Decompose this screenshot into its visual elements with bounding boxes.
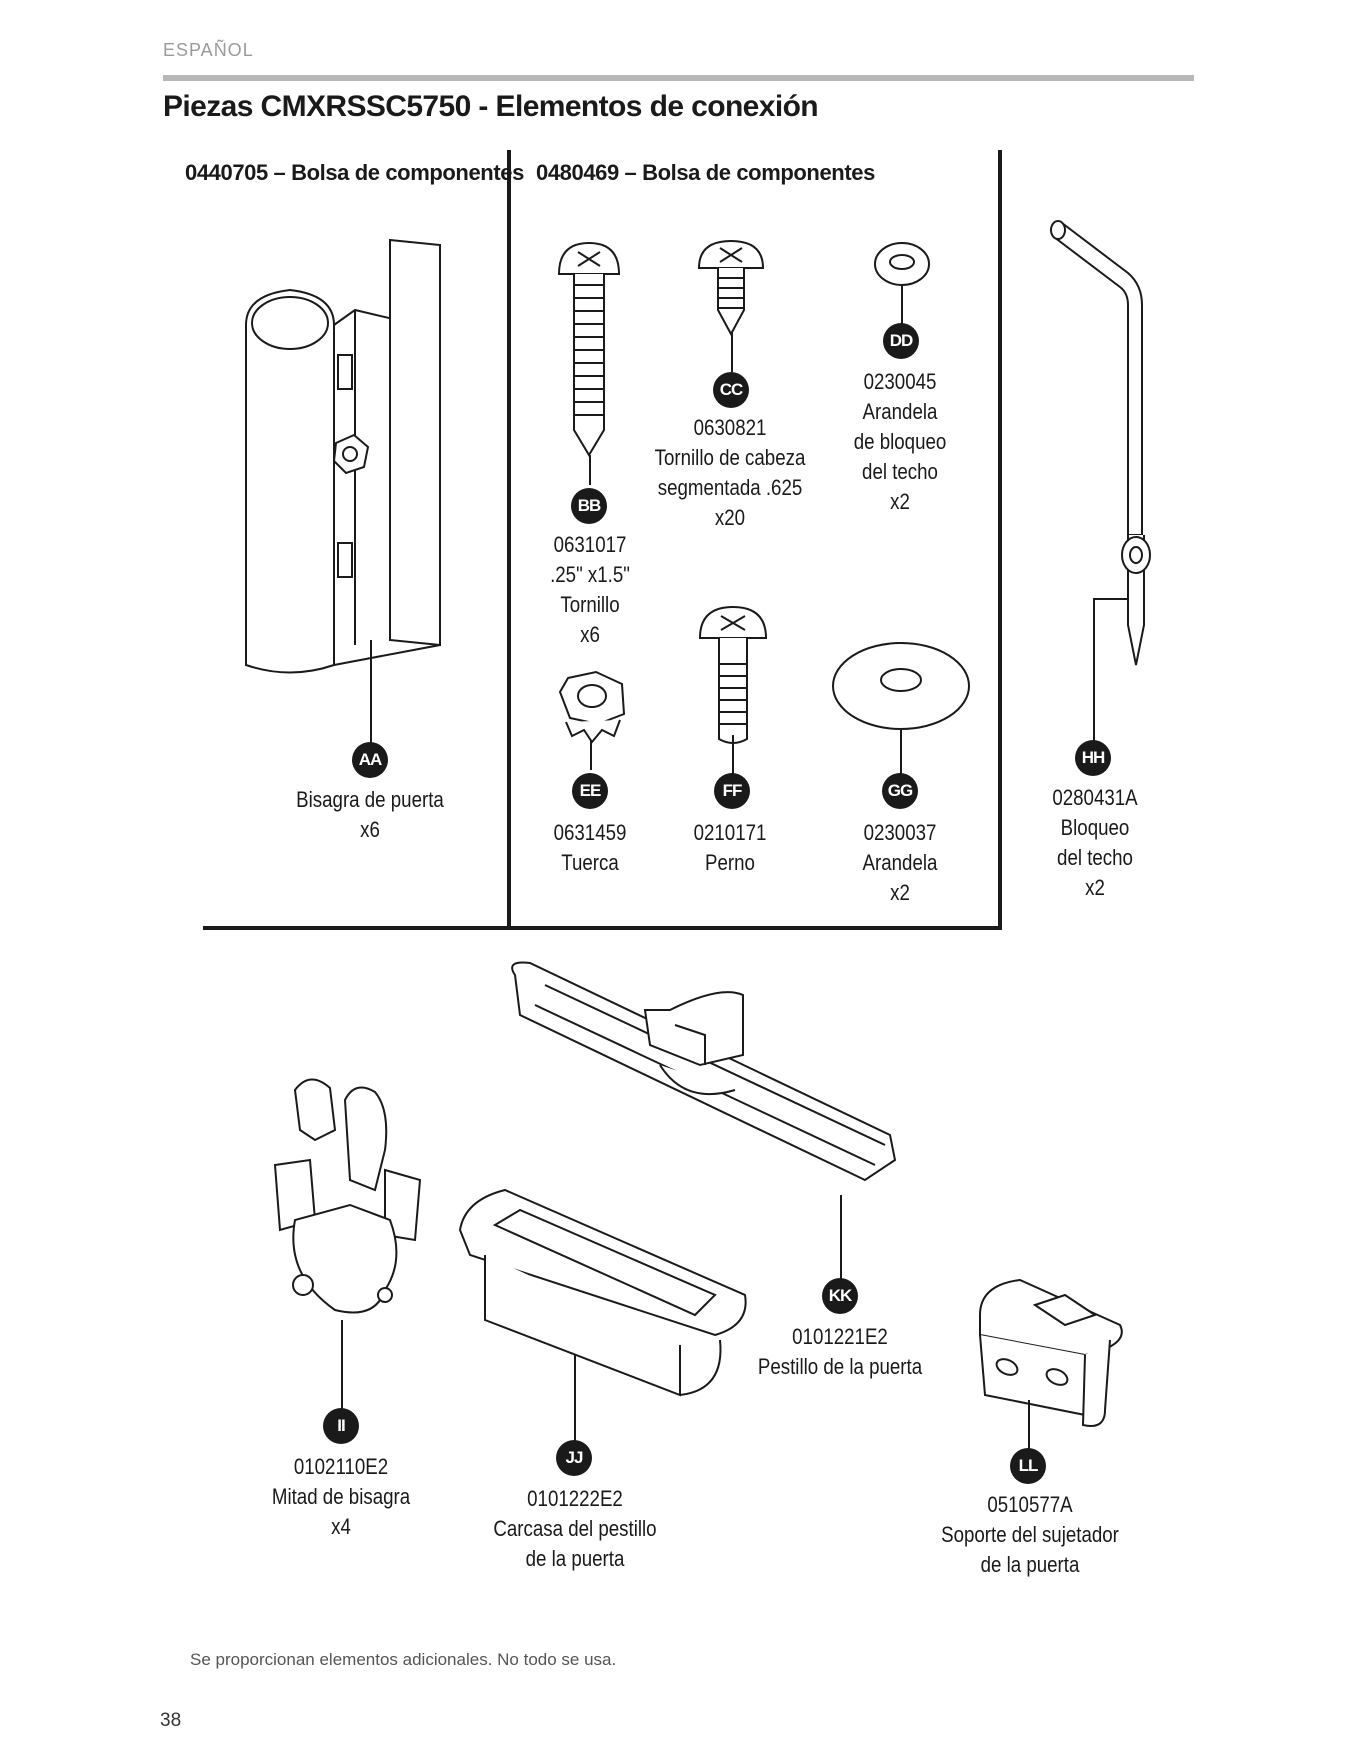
bolt-ff-illustration [697, 604, 769, 748]
washer-dd-illustration [872, 240, 932, 288]
badge-hh: HH [1075, 740, 1111, 776]
footnote: Se proporcionan elementos adicionales. N… [190, 1650, 617, 1669]
badge-aa: AA [352, 742, 388, 778]
leader-jj [574, 1355, 576, 1445]
leader-dd [901, 286, 903, 326]
badge-ee: EE [572, 773, 608, 809]
leader-cc [731, 332, 733, 372]
leader-hh-v [1093, 598, 1095, 748]
badge-cc: CC [713, 372, 749, 408]
page-title: Piezas CMXRSSC5750 - Elementos de conexi… [163, 90, 819, 123]
badge-kk: KK [822, 1278, 858, 1314]
leader-ll [1028, 1400, 1030, 1455]
leader-aa [370, 640, 372, 750]
leader-ff [732, 735, 734, 775]
leader-kk [840, 1195, 842, 1285]
screw-cc-illustration [696, 238, 766, 338]
door-hinge-illustration [240, 235, 490, 685]
bag-title-2: 0480469 – Bolsa de componentes [536, 160, 875, 185]
panel-divider-left [507, 150, 511, 930]
badge-dd: DD [883, 323, 919, 359]
language-label: ESPAÑOL [163, 40, 254, 60]
roof-lock-hh-illustration [1050, 205, 1170, 675]
header-rule [163, 75, 1194, 81]
hinge-half-ii-illustration [255, 1070, 435, 1330]
bracket-ll-illustration [975, 1275, 1130, 1430]
badge-ff: FF [714, 773, 750, 809]
latch-housing-jj-illustration [455, 1185, 750, 1410]
badge-bb: BB [571, 488, 607, 524]
bag-title-1: 0440705 – Bolsa de componentes [185, 160, 524, 185]
badge-ii: II [323, 1408, 359, 1444]
door-latch-kk-illustration [505, 955, 905, 1205]
leader-ii [341, 1320, 343, 1410]
screw-bb-illustration [556, 240, 622, 460]
badge-ll: LL [1010, 1448, 1046, 1484]
page-number: 38 [160, 1710, 182, 1731]
leader-bb [589, 455, 591, 485]
badge-jj: JJ [556, 1440, 592, 1476]
badge-gg: GG [882, 773, 918, 809]
leader-gg [900, 730, 902, 775]
washer-gg-illustration [830, 640, 972, 732]
leader-hh-h [1093, 598, 1129, 600]
nut-ee-illustration [556, 670, 630, 746]
panel-bottom-rule [203, 926, 1002, 930]
panel-divider-right [998, 150, 1002, 930]
leader-ee [590, 740, 592, 770]
